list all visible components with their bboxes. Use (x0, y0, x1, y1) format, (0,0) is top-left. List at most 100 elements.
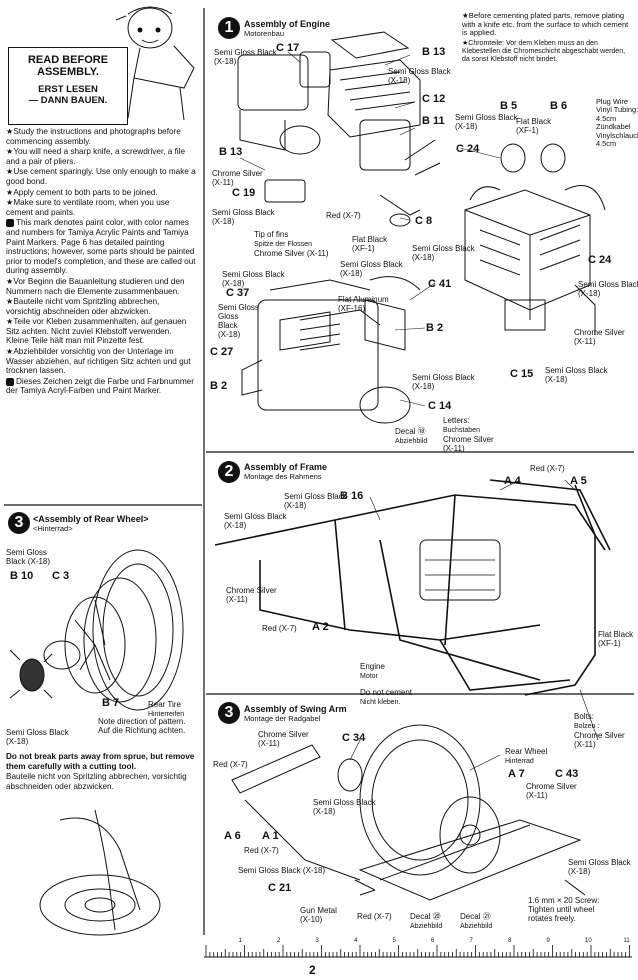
label-red-decal: Red (X-7) (357, 912, 392, 921)
label-sgb-c21: Semi Gloss Black (X-18) (238, 866, 326, 875)
part-c14: C 14 (428, 400, 452, 412)
read-before-line3: ERST LESEN (38, 84, 98, 95)
part-c21: C 21 (268, 882, 292, 894)
step3a-title: <Assembly of Rear Wheel><Hinterrad> (33, 514, 149, 533)
part-c8: C 8 (415, 215, 433, 227)
part-b5: B 5 (500, 100, 518, 112)
part-b2b: B 2 (210, 380, 228, 392)
ruler-label: 5 (392, 938, 396, 944)
plated-parts-note-de: ★Chromteile: Vor dem Kleben muss an den … (462, 40, 626, 63)
swing-arm-drawing (231, 724, 586, 901)
part-b10: B 10 (10, 570, 34, 582)
label-sgb-mid: Semi Gloss Black(X-18) (340, 260, 403, 278)
instruction-6: This mark denotes paint color, with colo… (6, 218, 196, 276)
engine-drawing-2 (464, 143, 606, 335)
ruler-label: 9 (546, 938, 550, 944)
instruction-3: ★Use cement sparingly. Use only enough t… (6, 167, 196, 186)
part-a1: A 1 (262, 830, 279, 842)
part-b2a: B 2 (426, 322, 444, 334)
label-sgb-b5: Semi Gloss Black(X-18) (455, 113, 518, 131)
instruction-9: ★Teile vor Kleben zusammenhalten, auf ge… (6, 317, 187, 346)
sprue-warning: Do not break parts away from sprue, but … (6, 752, 196, 792)
ruler-label: 4 (354, 938, 358, 944)
label-red-swing: Red (X-7) (213, 760, 248, 769)
instruction-11-text: Dieses Zeichen zeigt die Farbe und Farbn… (6, 376, 194, 396)
instruction-4: ★Apply cement to both parts to be joined… (6, 187, 158, 197)
label-flat-alu: Flat Aluminum(XF-16) (338, 295, 389, 313)
part-c24a: C 24 (456, 143, 480, 155)
label-note-dir: Note direction of pattern.Auf die Richtu… (98, 717, 186, 735)
part-a2: A 2 (312, 621, 329, 633)
part-b16: B 16 (340, 490, 364, 502)
warning-en: Do not break parts away from sprue, but … (6, 752, 195, 771)
warning-de: Bauteile nicht von Spritzling abbrechen,… (6, 772, 187, 791)
part-b11: B 11 (422, 115, 445, 127)
paint-mark-icon (6, 219, 14, 228)
label-sgb-c37: Semi Gloss Black(X-18) (222, 270, 285, 288)
part-c34: C 34 (342, 732, 366, 744)
instruction-6-text: This mark denotes paint color, with colo… (6, 218, 196, 276)
part-c15: C 15 (510, 368, 534, 380)
label-chrome-swing: Chrome Silver(X-11) (258, 730, 309, 748)
part-c3: C 3 (52, 570, 70, 582)
part-b7: B 7 (102, 697, 120, 709)
label-sgb-frame-left: Semi Gloss Black(X-18) (224, 512, 287, 530)
part-a7: A 7 (508, 768, 525, 780)
ruler-label: 11 (623, 938, 630, 944)
label-chrome-a7: Chrome Silver(X-11) (526, 782, 577, 800)
label-chrome-c19: Chrome Silver(X-11) (212, 169, 263, 187)
part-c37: C 37 (226, 287, 250, 299)
label-sgb-c15: Semi Gloss Black(X-18) (545, 366, 608, 384)
step3b-number: 3 (218, 702, 240, 724)
ruler-label: 7 (469, 938, 473, 944)
label-sgb-swing: Semi Gloss Black(X-18) (313, 798, 376, 816)
read-before-line1: READ BEFORE (27, 54, 109, 66)
part-a5: A 5 (570, 475, 587, 487)
label-sgb-c43: Semi Gloss Black(X-18) (568, 858, 631, 876)
label-red-1: Red (X-7) (326, 211, 361, 220)
read-before-line4: — DANN BAUEN. (28, 95, 108, 106)
instruction-1: ★Study the instructions and photographs … (6, 127, 181, 146)
paint-mark-icon-de (6, 377, 14, 386)
page-number: 2 (309, 963, 316, 977)
label-sgb-c8: Semi Gloss Black(X-18) (412, 244, 475, 262)
label-bolts: Bolts:Bolzen :Chrome Silver(X-11) (574, 712, 625, 749)
part-c43: C 43 (555, 768, 579, 780)
label-red-a1: Red (X-7) (244, 846, 279, 855)
rear-wheel-drawing (9, 549, 184, 711)
ruler-label: 10 (585, 938, 592, 944)
ruler-label: 2 (277, 938, 281, 944)
instruction-5: ★Make sure to ventilate room, when you u… (6, 198, 170, 217)
instruction-2: ★You will need a sharp knife, a screwdri… (6, 147, 186, 166)
label-sgb-wheel: Semi Gloss Black(X-18) (6, 728, 69, 746)
frame-drawing (214, 479, 611, 696)
label-chrome-right: Chrome Silver(X-11) (574, 328, 625, 346)
instruction-10: ★Abziehbilder vorsichtig von der Unterla… (6, 347, 191, 376)
ruler-label: 8 (508, 938, 512, 944)
instruction-7: ★Vor Beginn die Bauanleitung studieren u… (6, 276, 185, 296)
part-b13b: B 13 (219, 146, 243, 158)
part-c19: C 19 (232, 187, 256, 199)
cutting-tool-drawing (39, 809, 161, 936)
label-red-a2: Red (X-7) (262, 624, 297, 633)
label-flat-black-2: Flat Black(XF-1) (516, 117, 552, 135)
plated-parts-note-en: ★Before cementing plated parts, remove p… (462, 11, 629, 38)
label-sgb-c14: Semi Gloss Black(X-18) (412, 373, 475, 391)
read-before-line2: ASSEMBLY. (37, 66, 99, 78)
ruler-ticks (204, 945, 632, 958)
label-flat-black-frame: Flat Black(XF-1) (598, 630, 634, 648)
instruction-8: ★Bauteile nicht vom Spritzling abbrechen… (6, 297, 160, 316)
general-instructions: ★Study the instructions and photographs … (6, 127, 196, 397)
ruler-label: 1 (238, 938, 242, 944)
